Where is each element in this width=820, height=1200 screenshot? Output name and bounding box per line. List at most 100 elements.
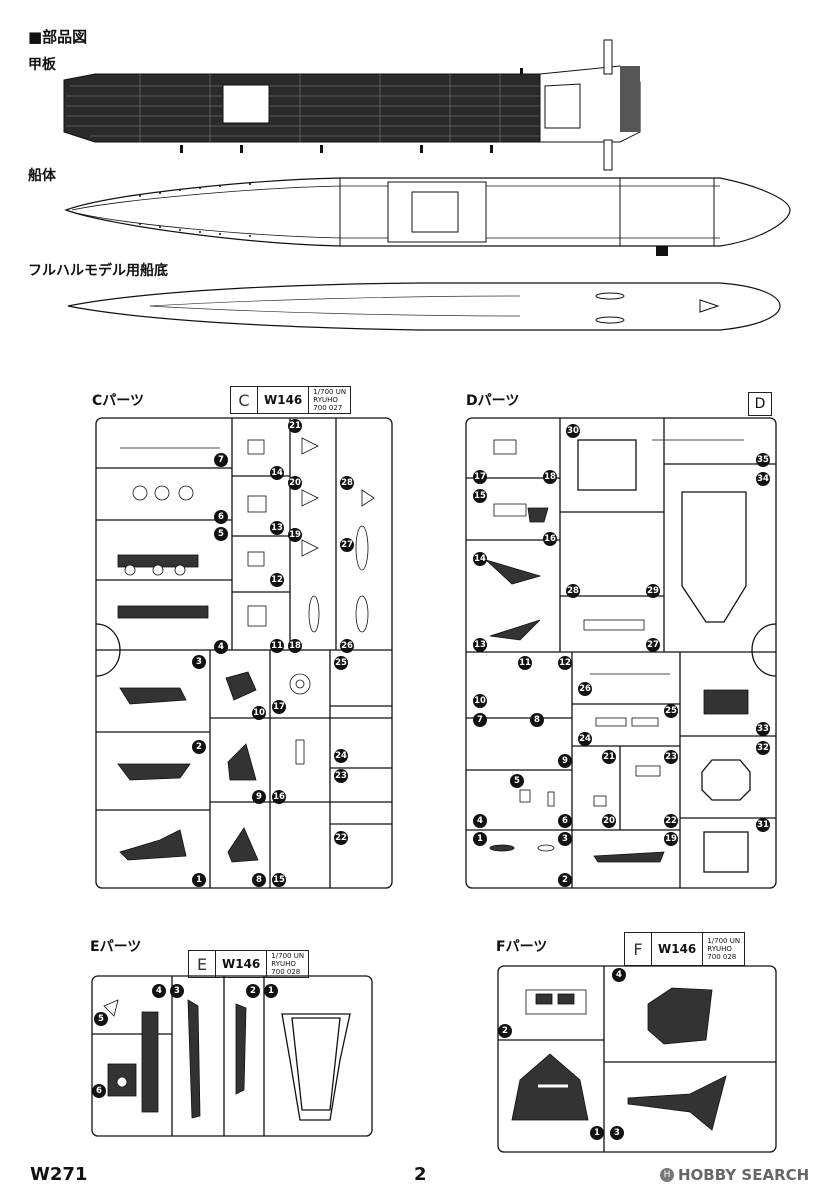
part-c-22: 22	[334, 831, 348, 845]
part-c-28: 28	[340, 476, 354, 490]
sprue-c-info-1: 1/700 UN	[313, 388, 347, 396]
part-d-10: 10	[473, 694, 487, 708]
part-d-14: 14	[473, 552, 487, 566]
part-d-18: 18	[543, 470, 557, 484]
page-title: ■部品図	[28, 28, 88, 46]
part-d-35: 35	[756, 453, 770, 467]
part-d-13: 13	[473, 638, 487, 652]
part-c-8: 8	[252, 873, 266, 887]
part-d-1: 1	[473, 832, 487, 846]
part-e-1: 1	[264, 984, 278, 998]
page-code: W271	[30, 1164, 88, 1185]
part-d-27: 27	[646, 638, 660, 652]
part-c-17: 17	[272, 700, 286, 714]
part-c-14: 14	[270, 466, 284, 480]
sprue-c-info-2: RYUHO	[313, 396, 338, 404]
part-d-5: 5	[510, 774, 524, 788]
sprue-c-code: W146	[257, 387, 310, 413]
sprue-c-label: Cパーツ	[92, 393, 144, 409]
hull-label: 船体	[28, 168, 56, 184]
part-c-13: 13	[270, 521, 284, 535]
part-d-6: 6	[558, 814, 572, 828]
part-c-7: 7	[214, 453, 228, 467]
part-c-4: 4	[214, 640, 228, 654]
sprue-f-info-3: 700 028	[707, 953, 737, 961]
part-c-3: 3	[192, 655, 206, 669]
part-d-12: 12	[558, 656, 572, 670]
part-d-33: 33	[756, 722, 770, 736]
part-c-18: 18	[288, 639, 302, 653]
sprue-f-code: W146	[651, 933, 704, 965]
part-c-27: 27	[340, 538, 354, 552]
part-c-5: 5	[214, 527, 228, 541]
part-d-9: 9	[558, 754, 572, 768]
part-d-2: 2	[558, 873, 572, 887]
part-d-28: 28	[566, 584, 580, 598]
part-d-11: 11	[518, 656, 532, 670]
bottom-label: フルハルモデル用船底	[28, 263, 168, 279]
part-d-4: 4	[473, 814, 487, 828]
part-d-19: 19	[664, 832, 678, 846]
sprue-e-info-3: 700 028	[271, 968, 301, 976]
part-c-1: 1	[192, 873, 206, 887]
sprue-c-tag: C W146 1/700 UN RYUHO 700 027	[230, 386, 352, 414]
part-d-17: 17	[473, 470, 487, 484]
watermark-text: HOBBY SEARCH	[678, 1166, 810, 1184]
sprue-e-info-1: 1/700 UN	[271, 952, 305, 960]
part-d-3: 3	[558, 832, 572, 846]
part-d-31: 31	[756, 818, 770, 832]
part-d-20: 20	[602, 814, 616, 828]
part-e-6: 6	[92, 1084, 106, 1098]
part-c-10: 10	[252, 706, 266, 720]
part-d-24: 24	[578, 732, 592, 746]
part-e-3: 3	[170, 984, 184, 998]
part-c-23: 23	[334, 769, 348, 783]
sprue-d-label: Dパーツ	[466, 393, 520, 409]
part-d-8: 8	[530, 713, 544, 727]
sprue-e-letter: E	[196, 954, 208, 974]
part-d-21: 21	[602, 750, 616, 764]
part-c-6: 6	[214, 510, 228, 524]
part-d-30: 30	[566, 424, 580, 438]
part-c-25: 25	[334, 656, 348, 670]
part-e-2: 2	[246, 984, 260, 998]
watermark-icon: H	[660, 1168, 674, 1182]
part-d-23: 23	[664, 750, 678, 764]
part-c-2: 2	[192, 740, 206, 754]
part-c-26: 26	[340, 639, 354, 653]
sprue-e-info-2: RYUHO	[271, 960, 296, 968]
sprue-c-letter: C	[238, 390, 250, 410]
part-d-25: 25	[664, 704, 678, 718]
part-d-26: 26	[578, 682, 592, 696]
flight-deck-drawing	[63, 39, 791, 331]
part-f-3: 3	[610, 1126, 624, 1140]
sprue-f-info-1: 1/700 UN	[707, 937, 741, 945]
part-f-1: 1	[590, 1126, 604, 1140]
part-f-4: 4	[612, 968, 626, 982]
part-d-22: 22	[664, 814, 678, 828]
page-number: 2	[414, 1164, 427, 1185]
sprue-e-tag: E W146 1/700 UN RYUHO 700 028	[188, 950, 310, 978]
deck-label: 甲板	[28, 57, 56, 73]
sprue-e-code: W146	[215, 951, 268, 977]
watermark: H HOBBY SEARCH	[660, 1166, 809, 1184]
part-d-16: 16	[543, 532, 557, 546]
part-e-4: 4	[152, 984, 166, 998]
part-d-7: 7	[473, 713, 487, 727]
part-d-32: 32	[756, 741, 770, 755]
part-d-34: 34	[756, 472, 770, 486]
part-d-29: 29	[646, 584, 660, 598]
sprue-d-letter: D	[748, 392, 772, 416]
part-c-21: 21	[288, 419, 302, 433]
part-c-12: 12	[270, 573, 284, 587]
part-c-16: 16	[272, 790, 286, 804]
part-c-11: 11	[270, 639, 284, 653]
sprue-f-letter: F	[633, 939, 643, 959]
part-e-5: 5	[94, 1012, 108, 1026]
part-c-19: 19	[288, 528, 302, 542]
part-c-20: 20	[288, 476, 302, 490]
